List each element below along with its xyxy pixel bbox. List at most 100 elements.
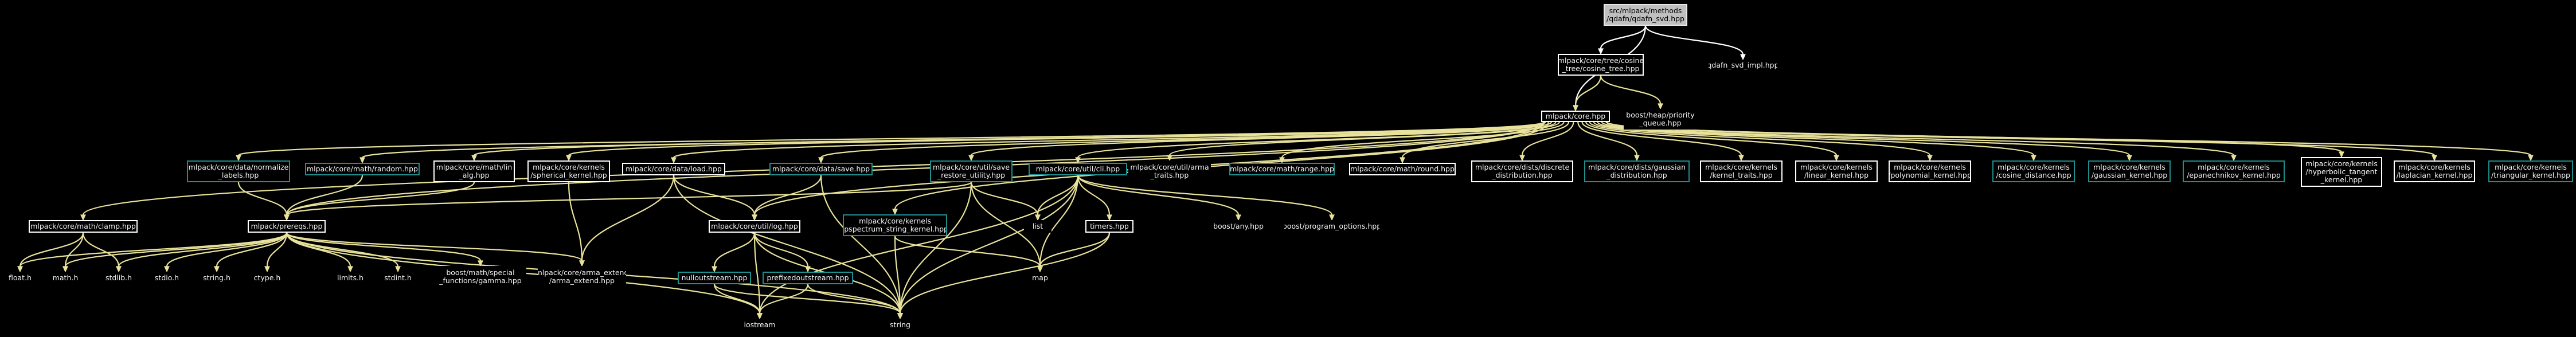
node-discrete-dist[interactable]: mlpack/core/dists/discrete _distribution… [1471,160,1573,182]
node-arma-traits[interactable]: mlpack/core/util/arma _traits.hpp [1128,160,1211,182]
edge-load-to-string [673,175,901,314]
node-triangular-kernel[interactable]: mlpack/core/kernels /triangular_kernel.h… [2488,160,2573,182]
node-log[interactable]: mlpack/core/util/log.hpp [709,220,800,233]
edge-arrowhead [1329,214,1335,221]
edge-arrowhead [752,214,757,221]
edge-arrowhead [892,209,898,215]
edge-cli-to-map [1039,175,1079,267]
node-epanechnikov-kernel[interactable]: mlpack/core/kernels /epanechnikov_kernel… [2183,160,2285,182]
node-stdint-h[interactable]: stdint.h [381,272,415,284]
edge-clamp-to-stdlib-h [82,232,120,267]
edge-prefixedoutstream-to-iostream [759,284,809,314]
node-limits-h[interactable]: limits.h [334,272,367,284]
node-string-h[interactable]: string.h [200,272,233,284]
edge-arrowhead [1738,155,1744,162]
edge-arrowhead [757,313,763,320]
edge-nulloutstream-to-iostream [713,284,761,314]
edge-lin-alg-to-prereqs [286,182,475,215]
edge-prereqs-to-stdlib-h [118,232,288,267]
edge-core-to-save-restore [970,121,1552,156]
node-polynomial-kernel[interactable]: mlpack/core/kernels /polynomial_kernel.h… [1889,160,1971,182]
node-priority-queue[interactable]: boost/heap/priority _queue.hpp [1624,109,1697,130]
edge-arrowhead [1236,214,1241,221]
edge-save-to-string [820,175,901,314]
node-round[interactable]: mlpack/core/math/round.hpp [1349,163,1456,175]
node-linear-kernel[interactable]: mlpack/core/kernels /linear_kernel.hpp [1795,160,1878,182]
node-random[interactable]: mlpack/core/math/random.hpp [305,163,420,175]
edge-cli-to-timers [1077,175,1111,215]
edge-cli-to-iostream [759,175,1079,314]
node-gamma[interactable]: boost/math/special _functions/gamma.hpp [435,266,526,288]
edge-arrowhead [2432,155,2437,162]
node-cosine-tree[interactable]: mlpack/core/tree/cosine _tree/cosine_tre… [1558,54,1644,76]
edge-core-to-save [820,121,1546,159]
edge-cli-to-boost-any [1077,175,1240,215]
node-gaussian-kernel[interactable]: mlpack/core/kernels /gaussian_kernel.hpp [2088,160,2171,182]
node-clamp[interactable]: mlpack/core/math/clamp.hpp [29,220,138,233]
edge-core-to-normalize-labels [237,121,1545,156]
edge-save-restore-to-prereqs [286,181,972,216]
edge-arrowhead [1740,54,1746,61]
node-lin-alg[interactable]: mlpack/core/math/lin _alg.hpp [433,160,515,182]
node-stdlib-h[interactable]: stdlib.h [102,272,135,284]
node-kernel-traits[interactable]: mlpack/core/kernels /kernel_traits.hpp [1700,160,1783,182]
edge-random-to-prereqs [286,175,363,215]
node-gaussian-dist[interactable]: mlpack/core/dists/gaussian _distribution… [1584,160,1690,182]
edge-normalize-labels-to-prereqs [237,182,288,215]
edge-arrowhead [1834,155,1839,162]
edge-pspectrum-to-map [894,236,1041,267]
node-save[interactable]: mlpack/core/data/save.hpp [769,163,873,175]
edge-save-restore-to-list [970,182,1039,215]
node-hyperbolic-tangent[interactable]: mlpack/core/kernels /hyperbolic_tangent … [2301,157,2382,187]
edge-root-to-qdafn-impl [1644,25,1744,55]
edge-arrowhead [818,157,824,164]
node-laplacian-kernel[interactable]: mlpack/core/kernels /laplacian_kernel.hp… [2394,160,2475,182]
node-program-options[interactable]: boost/program_options.hpp [1284,220,1379,233]
node-cli[interactable]: mlpack/core/util/cli.hpp [1029,163,1127,175]
edge-arrowhead [1573,105,1578,112]
edge-clamp-to-math-h [64,232,84,267]
node-spherical-kernel[interactable]: mlpack/core/kernels /spherical_kernel.hp… [527,160,610,182]
edge-arrowhead [236,155,241,162]
node-save-restore[interactable]: mlpack/core/util/save _restore_utility.h… [930,160,1013,182]
node-pspectrum[interactable]: mlpack/core/kernels /pspectrum_string_ke… [843,214,947,236]
node-prefixedoutstream[interactable]: prefixedoutstream.hpp [763,272,853,284]
edge-core-to-spherical-kernel [568,121,1545,156]
node-stdio-h[interactable]: stdio.h [152,272,182,284]
node-math-h[interactable]: math.h [50,272,80,284]
node-prereqs[interactable]: mlpack/prereqs.hpp [248,220,326,233]
node-list[interactable]: list [1024,220,1051,233]
node-qdafn-impl[interactable]: qdafn_svd_impl.hpp [1709,60,1777,71]
node-iostream[interactable]: iostream [740,319,780,331]
edge-core-to-range [1281,122,1565,158]
node-map[interactable]: map [1026,272,1054,284]
node-ctype-h[interactable]: ctype.h [250,272,284,284]
node-root[interactable]: src/mlpack/methods /qdafn/qdafn_svd.hpp [1604,4,1687,26]
edge-arrowhead [897,313,903,320]
edge-arrowhead [395,266,401,273]
edge-clamp-to-float-h [19,232,84,267]
edge-prereqs-to-gamma [286,232,482,261]
edge-arrowhead [284,214,290,221]
edge-arrowhead [968,155,974,162]
node-range[interactable]: mlpack/core/math/range.hpp [1229,163,1335,175]
edge-arrowhead [1035,214,1041,221]
edge-core-to-gaussian-dist [1577,122,1638,156]
edge-arrowhead [1107,214,1112,221]
node-arma-extend[interactable]: mlpack/core/arma_extend /arma_extend.hpp [538,266,626,288]
node-core[interactable]: mlpack/core.hpp [1541,111,1610,122]
edge-core-to-kernel-traits [1581,122,1742,156]
edge-log-to-prefixedoutstream [753,232,809,267]
node-cosine-distance[interactable]: mlpack/core/kernels /cosine_distance.hpp [1992,160,2075,182]
node-normalize-labels[interactable]: mlpack/core/data/normalize _labels.hpp [187,160,290,182]
node-string[interactable]: string [885,319,916,331]
edge-arrowhead [1400,157,1405,164]
edge-core-to-load [673,121,1545,159]
node-timers[interactable]: timers.hpp [1085,220,1133,233]
node-float-h[interactable]: float.h [6,272,34,284]
node-boost-any[interactable]: boost/any.hpp [1205,220,1272,233]
node-load[interactable]: mlpack/core/data/load.hpp [622,163,725,175]
edge-cosine-tree-to-priority-queue [1600,75,1662,104]
edge-cosine-tree-to-core [1574,75,1602,106]
node-nulloutstream[interactable]: nulloutstream.hpp [678,272,751,284]
